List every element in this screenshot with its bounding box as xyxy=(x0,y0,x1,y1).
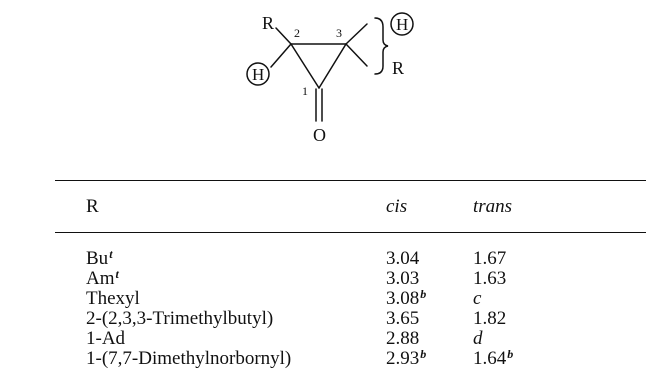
row-0-r: But xyxy=(86,248,113,270)
row-1-cis-text: 3.03 xyxy=(386,268,420,289)
header-trans: trans xyxy=(473,196,513,217)
bond-c2-r xyxy=(275,27,292,45)
row-2-r: Thexyl xyxy=(86,288,140,310)
row-1-r-text: Am xyxy=(86,268,115,289)
row-5-r: 1-(7,7-Dimethylnorbornyl) xyxy=(86,348,291,370)
row-1-r-superscript: t xyxy=(115,267,119,281)
position-3-label: 3 xyxy=(336,26,342,40)
table-top-rule xyxy=(55,180,646,181)
row-5-r-text: 1-(7,7-Dimethylnorbornyl) xyxy=(86,348,292,369)
row-1-cis: 3.03 xyxy=(386,268,419,290)
row-4-cis: 2.88 xyxy=(386,328,419,350)
row-1-trans: 1.63 xyxy=(473,268,506,290)
row-4-trans: d xyxy=(473,328,483,350)
row-1-r: Amt xyxy=(86,268,119,290)
row-5-trans-superscript: b xyxy=(507,347,514,361)
row-5-trans-text: 1.64 xyxy=(473,348,507,369)
header-cis: cis xyxy=(386,196,408,217)
table-header-rule xyxy=(55,232,646,233)
row-2-trans-text: c xyxy=(473,288,482,309)
row-3-trans: 1.82 xyxy=(473,308,506,330)
row-2-cis-text: 3.08 xyxy=(386,288,420,309)
position-1-label: 1 xyxy=(302,84,308,98)
row-5-trans: 1.64b xyxy=(473,348,513,370)
h-right-label: H xyxy=(396,15,408,34)
row-0-cis-text: 3.04 xyxy=(386,248,420,269)
row-4-r: 1-Ad xyxy=(86,328,125,350)
h-right-circle xyxy=(390,12,414,36)
row-3-cis: 3.65 xyxy=(386,308,419,330)
bond-c2-c1 xyxy=(290,43,320,89)
row-4-trans-text: d xyxy=(473,328,483,349)
bond-c2-h xyxy=(270,43,292,68)
bond-c3-lower xyxy=(345,43,368,67)
position-2-label: 2 xyxy=(294,26,300,40)
row-3-r: 2-(2,3,3-Trimethylbutyl) xyxy=(86,308,273,330)
h-left-label: H xyxy=(252,65,264,84)
row-5-cis-superscript: b xyxy=(420,347,427,361)
row-2-cis: 3.08b xyxy=(386,288,426,310)
row-3-r-text: 2-(2,3,3-Trimethylbutyl) xyxy=(86,308,274,329)
row-0-r-superscript: t xyxy=(109,247,113,261)
row-3-cis-text: 3.65 xyxy=(386,308,420,329)
row-2-r-text: Thexyl xyxy=(86,288,140,309)
header-r: R xyxy=(86,196,99,217)
r-right-label: R xyxy=(392,58,404,78)
bond-c3-upper xyxy=(345,23,368,45)
brace xyxy=(374,17,389,75)
r-top-label: R xyxy=(262,13,274,33)
row-4-r-text: 1-Ad xyxy=(86,328,126,349)
cyclopropanone-structure: R 2 3 1 H H R O xyxy=(246,12,414,145)
row-4-cis-text: 2.88 xyxy=(386,328,420,349)
row-5-cis-text: 2.93 xyxy=(386,348,420,369)
row-2-cis-superscript: b xyxy=(420,287,427,301)
oxygen-label: O xyxy=(313,125,326,145)
row-2-trans: c xyxy=(473,288,481,310)
row-0-trans: 1.67 xyxy=(473,248,506,270)
row-3-trans-text: 1.82 xyxy=(473,308,507,329)
h-left-circle xyxy=(246,62,270,86)
row-0-r-text: Bu xyxy=(86,248,109,269)
row-1-trans-text: 1.63 xyxy=(473,268,507,289)
row-5-cis: 2.93b xyxy=(386,348,426,370)
row-0-cis: 3.04 xyxy=(386,248,419,270)
row-0-trans-text: 1.67 xyxy=(473,248,507,269)
bond-c3-c1 xyxy=(318,43,347,89)
